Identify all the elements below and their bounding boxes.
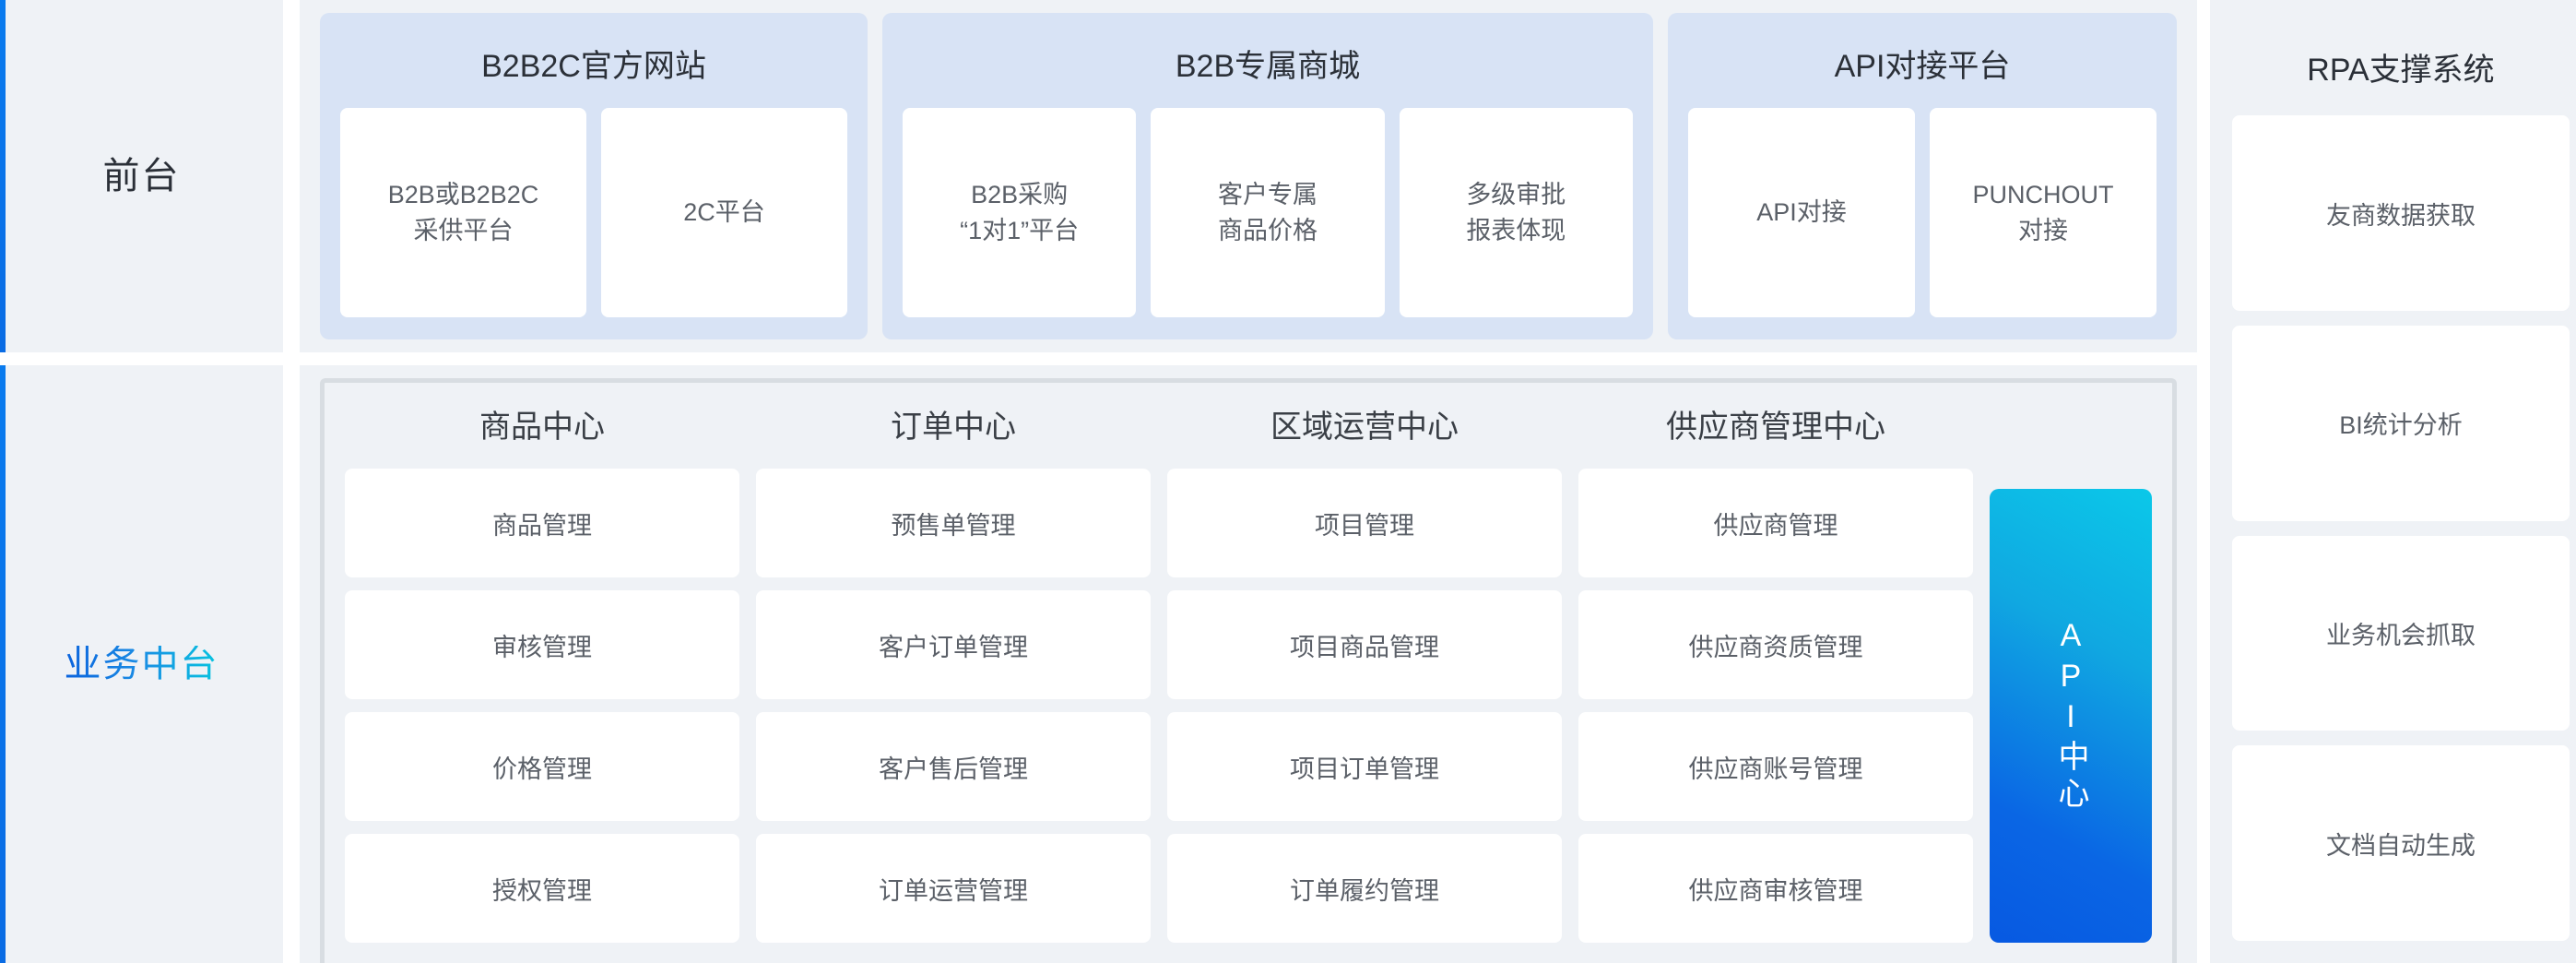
center-item-order-fulfillment-management[interactable]: 订单履约管理 [1167, 834, 1562, 944]
group-title-api-platform: API对接平台 [1834, 49, 2011, 84]
front-stage-band: B2B2C官方网站 B2B或B2B2C 采供平台 2C平台 B2B专属商城 B2… [300, 0, 2197, 352]
center-item-supplier-management[interactable]: 供应商管理 [1578, 469, 1973, 578]
group-title-b2b2c-website: B2B2C官方网站 [481, 49, 706, 84]
center-title-order: 订单中心 [891, 410, 1016, 445]
rpa-item-bi-statistical-analysis[interactable]: BI统计分析 [2232, 326, 2570, 521]
center-title-supplier-management: 供应商管理中心 [1666, 410, 1885, 445]
tile-customer-exclusive-price[interactable]: 客户专属 商品价格 [1151, 108, 1385, 317]
group-panel-b2b-mall: B2B专属商城 B2B采购 “1对1”平台 客户专属 商品价格 多级审批 报表体… [882, 13, 1653, 339]
api-center-label: API中心 [2053, 618, 2088, 814]
center-item-supplier-audit-management[interactable]: 供应商审核管理 [1578, 834, 1973, 944]
layer-label-divider [0, 352, 283, 365]
center-item-project-order-management[interactable]: 项目订单管理 [1167, 712, 1562, 822]
center-item-supplier-qualification-management[interactable]: 供应商资质管理 [1578, 590, 1973, 700]
center-item-audit-management[interactable]: 审核管理 [345, 590, 739, 700]
center-item-presale-order-management[interactable]: 预售单管理 [756, 469, 1151, 578]
tile-b2b-or-b2b2c-platform[interactable]: B2B或B2B2C 采供平台 [340, 108, 586, 317]
band-divider [300, 352, 2197, 365]
rpa-item-business-opportunity-capture[interactable]: 业务机会抓取 [2232, 535, 2570, 731]
center-title-regional-operation: 区域运营中心 [1270, 410, 1459, 445]
middle-platform-band: 商品中心 商品管理 审核管理 价格管理 授权管理 订单中心 预售单管理 客户订单… [300, 365, 2197, 963]
layer-label-middle-platform: 业务中台 [0, 365, 283, 963]
center-item-order-operation-management[interactable]: 订单运营管理 [756, 834, 1151, 944]
group-cards-b2b2c-website: B2B或B2B2C 采供平台 2C平台 [340, 108, 847, 317]
tile-b2b-procurement-one-to-one[interactable]: B2B采购 “1对1”平台 [903, 108, 1137, 317]
rpa-column-divider [2197, 0, 2210, 963]
group-panel-b2b2c-website: B2B2C官方网站 B2B或B2B2C 采供平台 2C平台 [320, 13, 868, 339]
rpa-item-document-auto-generation[interactable]: 文档自动生成 [2232, 745, 2570, 942]
center-items-supplier-management: 供应商管理 供应商资质管理 供应商账号管理 供应商审核管理 [1578, 469, 1973, 963]
middle-platform-title: 业务中台 [64, 644, 219, 684]
center-item-price-management[interactable]: 价格管理 [345, 712, 739, 822]
group-panel-api-platform: API对接平台 API对接 PUNCHOUT 对接 [1668, 13, 2177, 339]
center-item-customer-aftersales-management[interactable]: 客户售后管理 [756, 712, 1151, 822]
center-item-customer-order-management[interactable]: 客户订单管理 [756, 590, 1151, 700]
group-cards-api-platform: API对接 PUNCHOUT 对接 [1688, 108, 2157, 317]
center-item-authorization-management[interactable]: 授权管理 [345, 834, 739, 944]
rpa-support-items: 友商数据获取 BI统计分析 业务机会抓取 文档自动生成 [2232, 115, 2570, 942]
middle-platform-frame: 商品中心 商品管理 审核管理 价格管理 授权管理 订单中心 预售单管理 客户订单… [320, 378, 2177, 963]
center-items-product: 商品管理 审核管理 价格管理 授权管理 [345, 469, 739, 963]
center-title-product: 商品中心 [479, 410, 605, 445]
front-stage-accent-bar [0, 0, 6, 352]
center-column-supplier-management: 供应商管理中心 供应商管理 供应商资质管理 供应商账号管理 供应商审核管理 [1578, 396, 1973, 963]
front-stage-title: 前台 [102, 156, 181, 196]
center-items-order: 预售单管理 客户订单管理 客户售后管理 订单运营管理 [756, 469, 1151, 963]
center-item-project-management[interactable]: 项目管理 [1167, 469, 1562, 578]
group-title-b2b-mall: B2B专属商城 [1175, 49, 1361, 84]
center-column-product: 商品中心 商品管理 审核管理 价格管理 授权管理 [345, 396, 739, 963]
center-items-regional-operation: 项目管理 项目商品管理 项目订单管理 订单履约管理 [1167, 469, 1562, 963]
tile-punchout-integration[interactable]: PUNCHOUT 对接 [1930, 108, 2157, 317]
center-item-supplier-account-management[interactable]: 供应商账号管理 [1578, 712, 1973, 822]
rpa-item-competitor-data-collection[interactable]: 友商数据获取 [2232, 115, 2570, 312]
group-cards-b2b-mall: B2B采购 “1对1”平台 客户专属 商品价格 多级审批 报表体现 [903, 108, 1633, 317]
rpa-support-title: RPA支撑系统 [2307, 53, 2495, 88]
layer-label-front-stage: 前台 [0, 0, 283, 352]
rpa-support-column: RPA支撑系统 友商数据获取 BI统计分析 业务机会抓取 文档自动生成 [2210, 0, 2576, 963]
center-column-order: 订单中心 预售单管理 客户订单管理 客户售后管理 订单运营管理 [756, 396, 1151, 963]
layer-label-sidebar: 前台 业务中台 [0, 0, 283, 963]
main-content: B2B2C官方网站 B2B或B2B2C 采供平台 2C平台 B2B专属商城 B2… [283, 0, 2197, 963]
tile-api-integration[interactable]: API对接 [1688, 108, 1915, 317]
api-center-block[interactable]: API中心 [1990, 489, 2152, 943]
center-item-project-product-management[interactable]: 项目商品管理 [1167, 590, 1562, 700]
tile-multilevel-approval-report[interactable]: 多级审批 报表体现 [1399, 108, 1633, 317]
middle-platform-accent-bar [0, 365, 6, 963]
center-column-regional-operation: 区域运营中心 项目管理 项目商品管理 项目订单管理 订单履约管理 [1167, 396, 1562, 963]
center-item-product-management[interactable]: 商品管理 [345, 469, 739, 578]
api-center-column: API中心 [1990, 396, 2152, 963]
tile-2c-platform[interactable]: 2C平台 [601, 108, 847, 317]
